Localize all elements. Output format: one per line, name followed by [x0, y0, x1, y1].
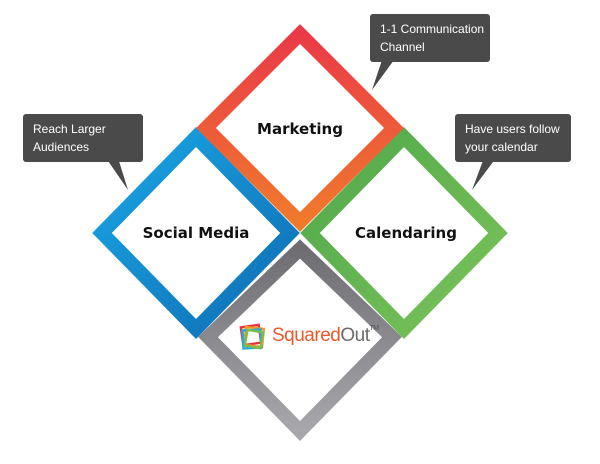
callout-pointer-calendaring: [472, 158, 496, 190]
callout-marketing: 1-1 Communication Channel: [370, 14, 490, 62]
node-label-social-media: Social Media: [142, 224, 250, 242]
squaredout-wordmark: SquaredOutTM: [272, 325, 379, 347]
diamond-marketing: [196, 24, 404, 232]
callout-line: Have users follow: [465, 122, 560, 136]
squaredout-logo: SquaredOutTM: [238, 322, 379, 352]
callout-pointer-marketing: [372, 60, 394, 90]
callout-calendaring: Have users follow your calendar: [455, 114, 571, 162]
callout-line: Reach Larger: [33, 122, 106, 136]
callout-line: your calendar: [465, 140, 538, 154]
callout-pointer-social: [106, 158, 128, 190]
callout-social: Reach Larger Audiences: [23, 114, 143, 162]
node-label-calendaring: Calendaring: [355, 224, 457, 242]
squaredout-logo-icon: [239, 323, 266, 350]
diamond-squaredout: [198, 239, 402, 442]
callout-line: Audiences: [33, 140, 90, 154]
node-label-marketing: Marketing: [257, 120, 343, 138]
logo-trademark: TM: [369, 325, 379, 332]
diamond-social-media: [92, 126, 300, 340]
logo-out: Out: [340, 325, 370, 346]
callout-line: Channel: [380, 40, 425, 54]
logo-squared: Squared: [272, 325, 341, 346]
diamond-calendaring: [300, 126, 508, 340]
callout-line: 1-1 Communication: [380, 22, 485, 36]
